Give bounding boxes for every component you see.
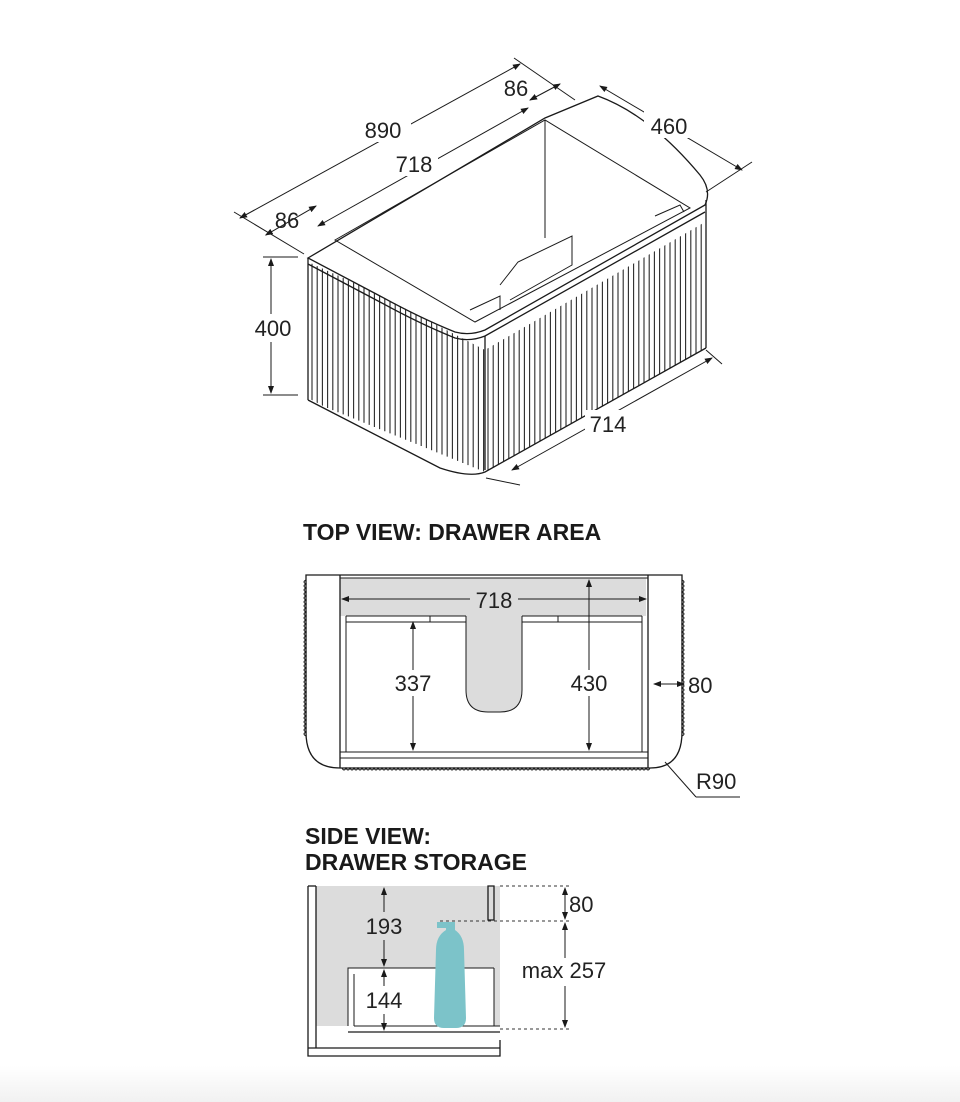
top-view-cutout xyxy=(466,616,522,712)
side-view: SIDE VIEW: DRAWER STORAGE 193 14 xyxy=(305,823,614,1057)
dim-86-left: 86 xyxy=(264,205,317,236)
isometric-view: 890 86 718 86 460 xyxy=(233,57,753,486)
dim-718-top-label: 718 xyxy=(476,588,513,613)
soap-bottle-cap xyxy=(437,922,451,928)
dim-80-side-label: 80 xyxy=(569,892,593,917)
soap-bottle-icon xyxy=(434,922,466,1028)
inner-handle xyxy=(654,204,685,217)
inner-divider xyxy=(499,235,573,301)
dim-193: 193 xyxy=(362,887,408,967)
dim-460-label: 460 xyxy=(651,114,688,139)
dim-86-left-label: 86 xyxy=(275,208,299,233)
dim-86-right: 86 xyxy=(504,76,561,101)
dim-890-label: 890 xyxy=(365,118,402,143)
dim-430: 430 xyxy=(566,579,612,751)
dim-80-top: 80 xyxy=(653,673,712,698)
dim-144: 144 xyxy=(362,969,408,1031)
dim-430-label: 430 xyxy=(571,671,608,696)
dim-718-iso: 718 xyxy=(317,107,529,227)
dim-718-iso-label: 718 xyxy=(396,152,433,177)
dim-400-label: 400 xyxy=(255,316,292,341)
dim-max-257: max 257 xyxy=(514,922,614,1028)
dim-400: 400 xyxy=(250,256,298,396)
dim-193-label: 193 xyxy=(366,914,403,939)
fluted-left-edge xyxy=(303,579,308,737)
cabinet-top-outline-lower xyxy=(307,211,706,341)
dim-144-label: 144 xyxy=(366,988,403,1013)
drawer-opening xyxy=(334,119,692,323)
radius-callout: R90 xyxy=(664,761,740,798)
top-view-title: TOP VIEW: DRAWER AREA xyxy=(303,519,601,545)
dim-337-label: 337 xyxy=(395,671,432,696)
bottom-edge xyxy=(307,347,707,475)
inner-ledge xyxy=(469,295,501,311)
dim-max-257-label: max 257 xyxy=(522,958,606,983)
front-face-fluted xyxy=(311,263,485,472)
fluted-front-edge xyxy=(341,766,651,771)
dim-80-side: 80 xyxy=(562,887,593,920)
dim-80-top-label: 80 xyxy=(688,673,712,698)
dim-337: 337 xyxy=(390,621,436,751)
dim-86-right-label: 86 xyxy=(504,76,528,101)
back-stop xyxy=(487,885,495,921)
side-view-title-1: SIDE VIEW: xyxy=(305,823,431,849)
dim-718-top: 718 xyxy=(341,587,647,613)
dim-460: 460 xyxy=(599,85,753,193)
side-view-title-2: DRAWER STORAGE xyxy=(305,849,527,875)
top-view: TOP VIEW: DRAWER AREA 718 xyxy=(303,519,740,798)
cutout-outline xyxy=(465,616,523,713)
footer-bar xyxy=(0,1066,960,1102)
dim-714: 714 xyxy=(485,349,723,486)
radius-label: R90 xyxy=(696,769,736,794)
fluted-right-edge xyxy=(680,579,685,737)
dim-714-label: 714 xyxy=(590,412,627,437)
